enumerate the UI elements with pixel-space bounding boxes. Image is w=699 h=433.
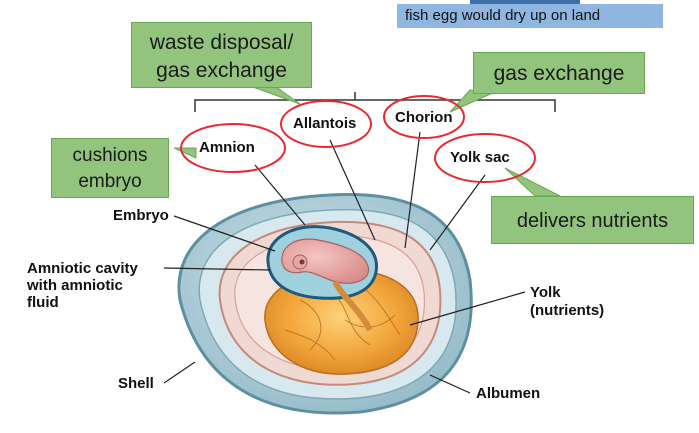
label-amniotic-line3: fluid <box>27 294 59 311</box>
highlight-circles <box>180 95 536 183</box>
label-yolk-sac: Yolk sac <box>450 149 510 166</box>
label-allantois: Allantois <box>293 115 357 132</box>
caption-strip <box>470 0 580 5</box>
label-amniotic-line2: with amniotic <box>27 277 123 294</box>
embryo-eye <box>299 259 305 265</box>
callout-waste-line1: waste disposal/ <box>149 31 294 54</box>
label-shell: Shell <box>118 375 154 392</box>
membrane-bracket <box>194 99 556 112</box>
label-chorion: Chorion <box>395 109 453 126</box>
caption-text: fish egg would dry up on land <box>405 7 601 24</box>
callout-waste-line2: gas exchange <box>156 59 287 82</box>
callout-cushions-line1: cushions <box>72 145 148 166</box>
callout-cushions: cushions embryo <box>51 138 169 198</box>
caption-box: fish egg would dry up on land <box>397 4 663 28</box>
label-embryo: Embryo <box>113 207 169 224</box>
callout-gas-exchange: gas exchange <box>473 52 645 94</box>
callout-cushions-line2: embryo <box>78 171 142 192</box>
label-yolk-line2: (nutrients) <box>530 302 605 319</box>
label-amniotic-line1: Amniotic cavity <box>27 260 138 277</box>
label-amnion: Amnion <box>199 139 255 156</box>
callout-gas-exchange-text: gas exchange <box>493 62 625 85</box>
yolk-stalk <box>332 280 373 332</box>
callout-nutrients: delivers nutrients <box>491 196 694 244</box>
leader-lines <box>163 131 526 394</box>
callout-waste-gas: waste disposal/ gas exchange <box>131 22 312 88</box>
embryo <box>281 238 370 284</box>
callout-nutrients-text: delivers nutrients <box>516 210 669 232</box>
label-albumen: Albumen <box>476 385 541 402</box>
label-yolk-line1: Yolk <box>530 284 561 301</box>
